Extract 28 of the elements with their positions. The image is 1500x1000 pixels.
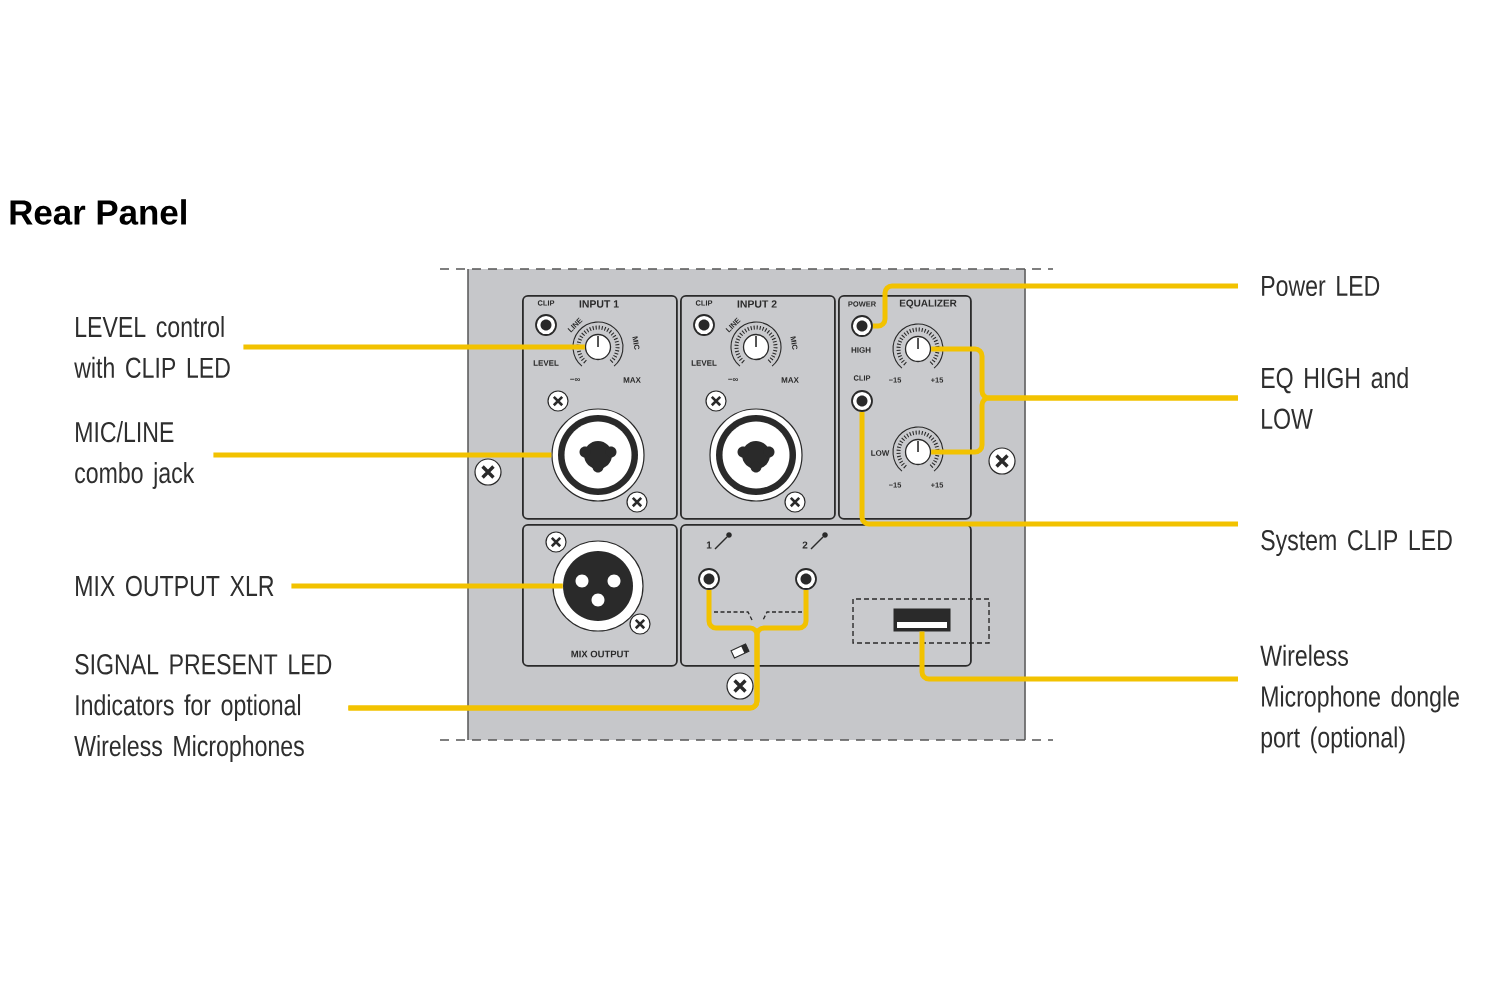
knob <box>904 438 932 466</box>
callout-label: LEVEL control with CLIP LED <box>74 315 230 379</box>
callout-label: EQ HIGH and LOW <box>1262 366 1408 430</box>
leader-line <box>872 283 1238 329</box>
panel-label: INPUT 1 <box>579 300 619 308</box>
callout-label: Power LED <box>1262 275 1380 297</box>
combo-jack <box>551 408 645 502</box>
xlr-socket <box>563 551 633 621</box>
leader-line <box>931 395 1238 455</box>
callout-label: Wireless Microphone dongle port (optional) <box>1260 644 1459 754</box>
usb-port <box>893 608 951 632</box>
leader-line <box>291 583 563 589</box>
leader-line <box>859 411 1238 527</box>
callout-label: System CLIP LED <box>1261 529 1452 557</box>
panel-label: 1 <box>706 541 712 549</box>
panel-label: MIX OUTPUT <box>571 650 630 658</box>
callout-label: SIGNAL PRESENT LED Indicators for optional Wireless Microphones <box>74 654 332 762</box>
panel-label: 2 <box>802 541 808 549</box>
callout-label: MIX OUTPUT XLR <box>76 575 274 597</box>
callout-label: MIC/LINE combo jack <box>75 421 195 489</box>
leader-line <box>919 631 1238 682</box>
knob <box>904 335 932 363</box>
title: Rear Panel <box>10 199 186 225</box>
leader-line <box>243 344 585 350</box>
knob <box>584 333 612 361</box>
panel-label: EQUALIZER <box>899 299 957 309</box>
leader-line <box>213 452 552 458</box>
panel-label: INPUT 2 <box>737 300 777 308</box>
